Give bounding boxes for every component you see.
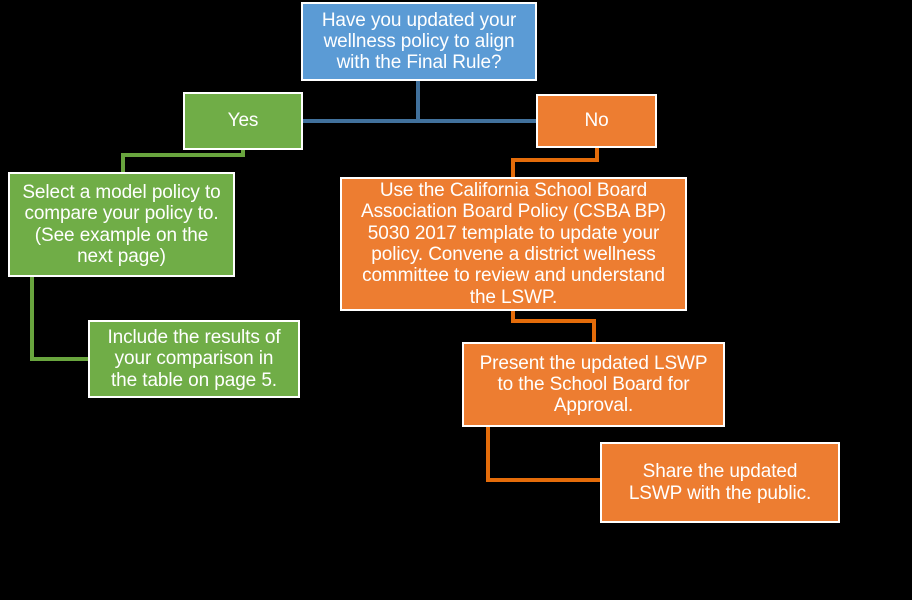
node-use-csba-template: Use the California School Board Associat… — [340, 177, 687, 311]
connector-present-horizontal — [486, 478, 600, 482]
connector-no-stub — [595, 148, 599, 162]
node-present-school-board: Present the updated LSWP to the School B… — [462, 342, 725, 427]
node-no-label: No — [584, 110, 609, 132]
connector-template-stub — [511, 311, 515, 323]
connector-include-vertical — [30, 277, 34, 361]
connector-template-vertical — [592, 319, 596, 342]
connector-yes-no-crossbar — [302, 119, 537, 123]
connector-question-stem — [416, 81, 420, 123]
connector-no-horizontal — [511, 158, 599, 162]
node-share-public-label: Share the updated LSWP with the public. — [628, 461, 812, 504]
connector-yes-horizontal — [121, 153, 245, 157]
node-yes-label: Yes — [227, 110, 259, 132]
connector-template-horizontal — [511, 319, 596, 323]
node-question-label: Have you updated your wellness policy to… — [321, 9, 517, 74]
connector-include-horizontal — [30, 357, 90, 361]
node-include-results: Include the results of your comparison i… — [88, 320, 300, 398]
node-use-csba-template-label: Use the California School Board Associat… — [361, 180, 666, 308]
connector-no-vertical — [511, 158, 515, 177]
node-share-public: Share the updated LSWP with the public. — [600, 442, 840, 523]
node-question: Have you updated your wellness policy to… — [301, 2, 537, 81]
node-yes: Yes — [183, 92, 303, 150]
node-select-model-policy-label: Select a model policy to compare your po… — [22, 181, 221, 267]
connector-present-vertical — [486, 427, 490, 482]
connector-yes-vertical — [121, 153, 125, 172]
node-no: No — [536, 94, 657, 148]
node-select-model-policy: Select a model policy to compare your po… — [8, 172, 235, 277]
node-present-school-board-label: Present the updated LSWP to the School B… — [479, 352, 708, 417]
node-include-results-label: Include the results of your comparison i… — [107, 327, 281, 391]
